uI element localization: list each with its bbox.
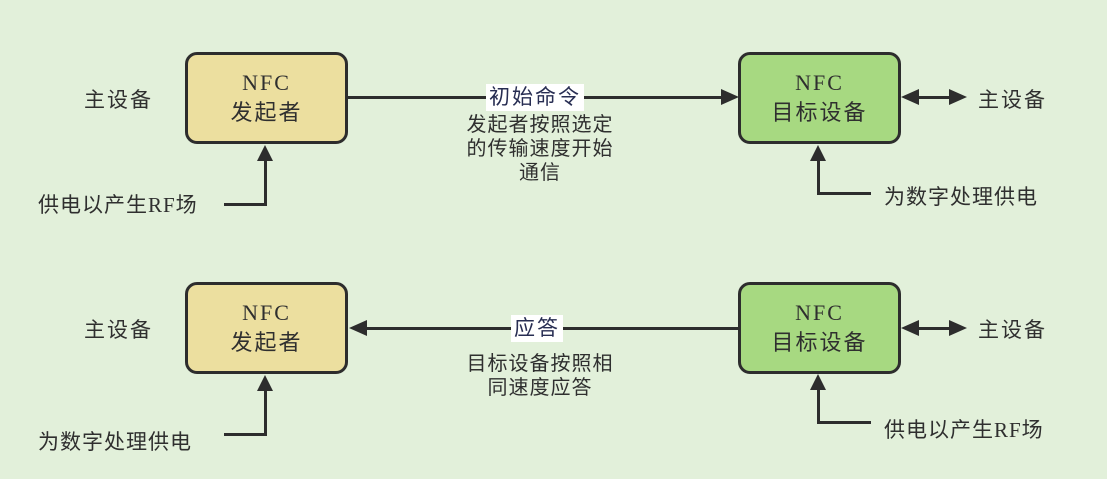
nfc-initiator-box-line1: NFC (242, 70, 291, 95)
initiator-power-note-row2: 为数字处理供电 (38, 430, 192, 454)
master-device-label-right-row1: 主设备 (978, 88, 1047, 112)
initiator-power-line-vertical-row2 (264, 388, 267, 436)
initiator-power-arrowhead-up-row1 (257, 145, 273, 161)
nfc-initiator-box-line2: 发起者 (230, 100, 303, 125)
target-power-line-vertical-row1 (817, 158, 820, 195)
initiator-power-line-horizontal-row2 (224, 433, 267, 436)
nfc-initiator-box-line1: NFC (242, 300, 291, 325)
bidirectional-arrow-line-row2 (910, 327, 956, 330)
nfc-target-box-row1: NFC 目标设备 (738, 52, 901, 144)
target-power-note-row1: 为数字处理供电 (884, 185, 1038, 209)
initiator-power-arrowhead-up-row2 (257, 375, 273, 391)
initiator-power-note-row1: 供电以产生RF场 (38, 193, 198, 217)
nfc-initiator-box-row2: NFC 发起者 (185, 282, 348, 374)
nfc-target-box-line2: 目标设备 (771, 330, 868, 355)
bidirectional-arrowhead-right-row2 (949, 320, 967, 336)
target-power-line-horizontal-row1 (818, 192, 871, 195)
command-arrow-note-row1: 发起者按照选定 的传输速度开始 通信 (466, 114, 614, 184)
command-arrow-label-row1: 初始命令 (486, 84, 584, 111)
response-arrow-note-row2: 目标设备按照相 同速度应答 (466, 353, 614, 399)
master-device-label-left-row2: 主设备 (84, 318, 153, 342)
nfc-target-box-line1: NFC (795, 70, 844, 95)
initiator-power-line-horizontal-row1 (224, 203, 267, 206)
master-device-label-right-row2: 主设备 (978, 318, 1047, 342)
nfc-initiator-box-line2: 发起者 (230, 330, 303, 355)
target-power-arrowhead-up-row1 (810, 145, 826, 161)
target-power-note-row2: 供电以产生RF场 (884, 418, 1044, 442)
bidirectional-arrow-line-row1 (910, 96, 956, 99)
nfc-target-box-row2: NFC 目标设备 (738, 282, 901, 374)
target-power-arrowhead-up-row2 (810, 374, 826, 390)
target-power-line-horizontal-row2 (817, 421, 871, 424)
command-arrowhead-right-row1 (721, 89, 739, 105)
bidirectional-arrowhead-right-row1 (949, 89, 967, 105)
bidirectional-arrowhead-left-row1 (901, 89, 919, 105)
nfc-initiator-box-row1: NFC 发起者 (185, 52, 348, 144)
response-arrowhead-left-row2 (349, 320, 367, 336)
nfc-target-box-line1: NFC (795, 300, 844, 325)
master-device-label-left-row1: 主设备 (84, 88, 153, 112)
target-power-line-vertical-row2 (817, 387, 820, 424)
nfc-target-box-line2: 目标设备 (771, 100, 868, 125)
response-arrow-label-row2: 应答 (511, 315, 563, 342)
bidirectional-arrowhead-left-row2 (901, 320, 919, 336)
initiator-power-line-vertical-row1 (264, 158, 267, 206)
